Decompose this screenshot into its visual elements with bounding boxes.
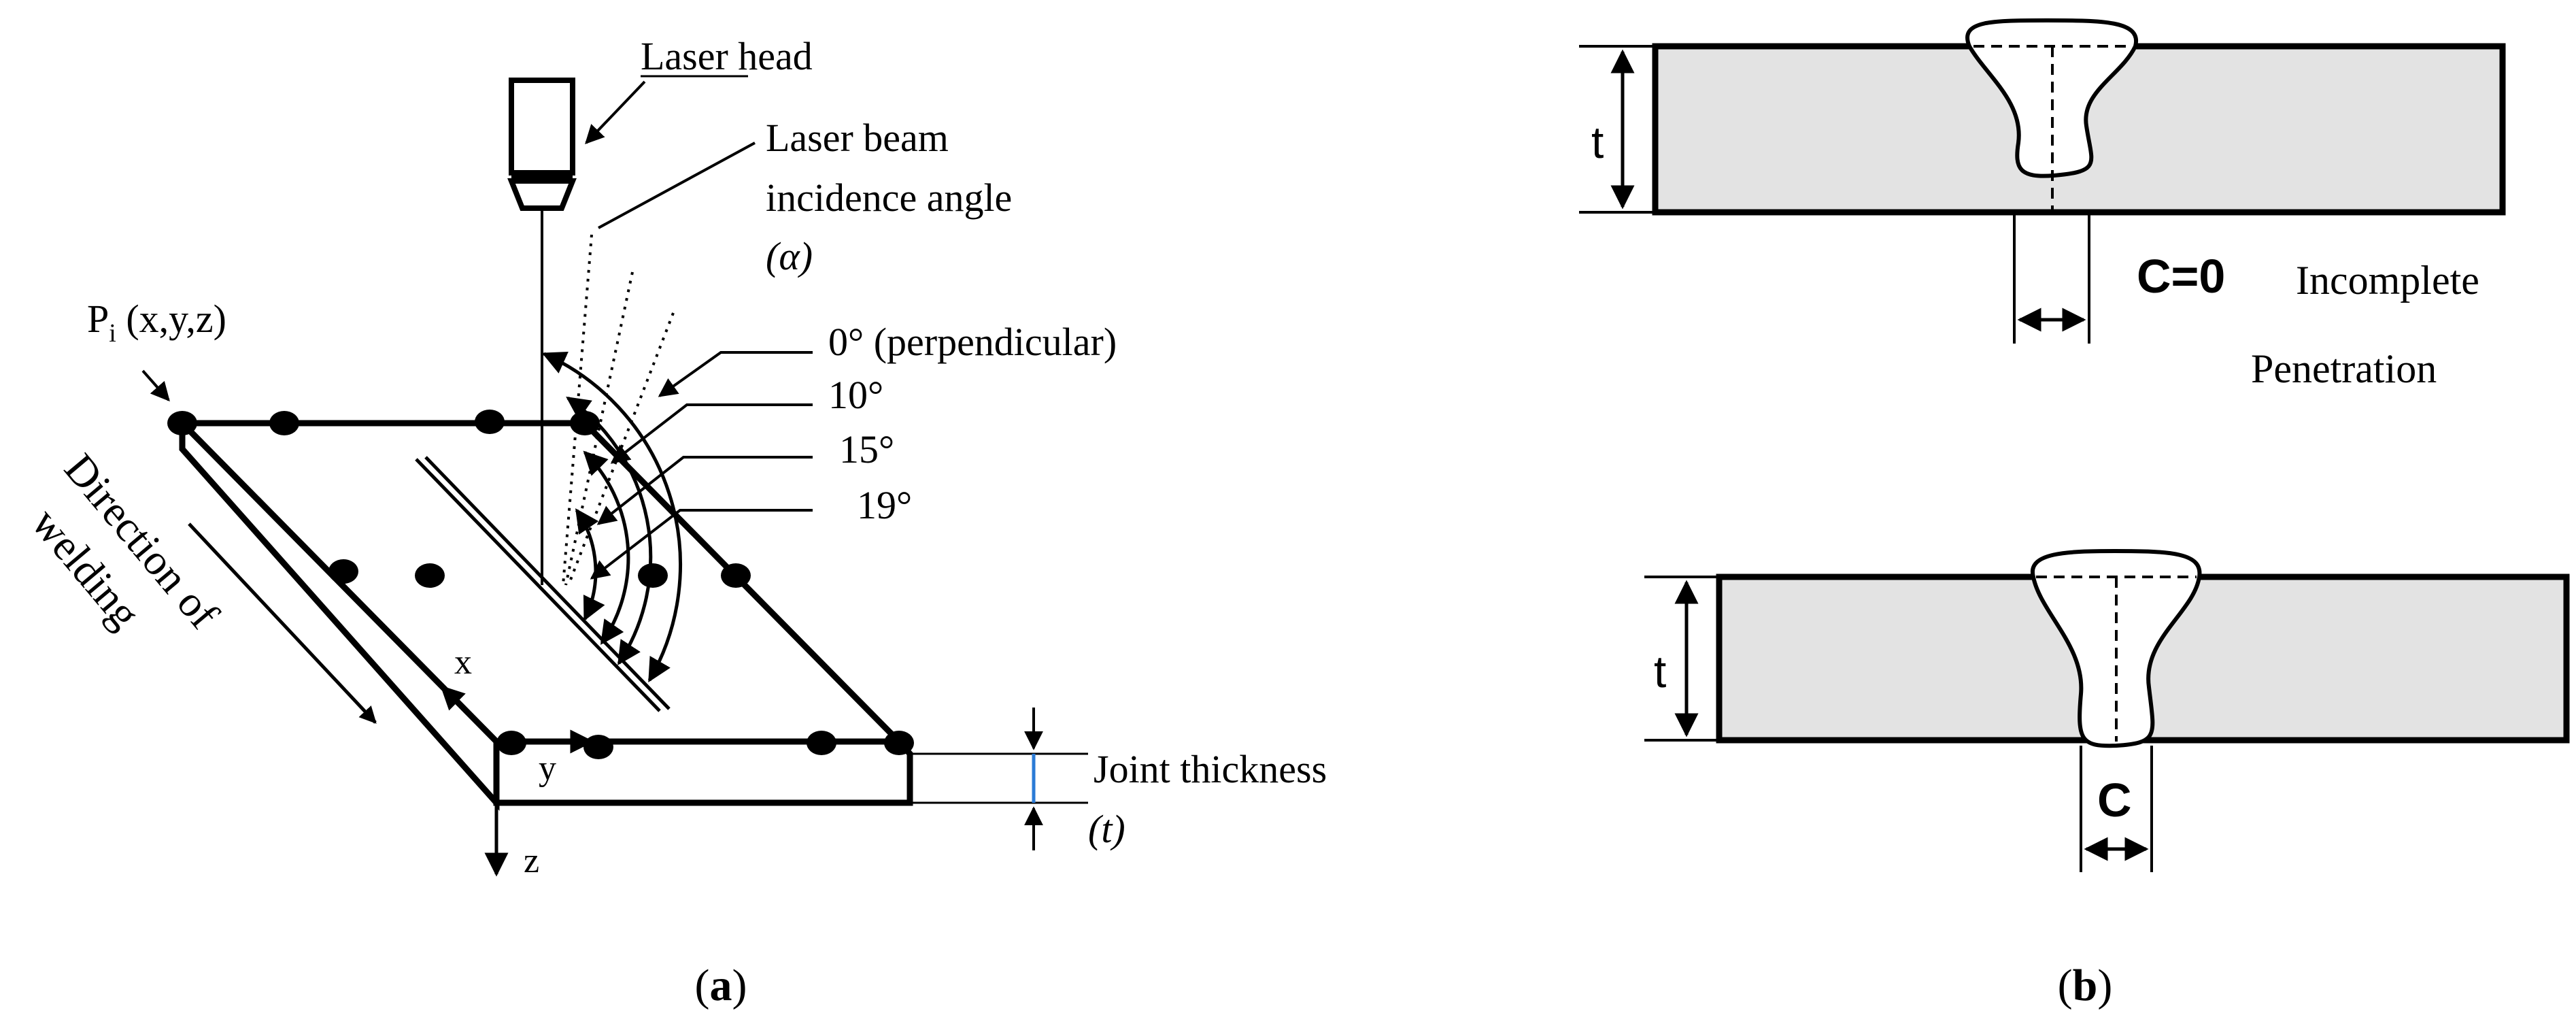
point-label-leader bbox=[141, 369, 170, 402]
x-axis-label: x bbox=[454, 643, 472, 682]
z-axis-label: z bbox=[524, 842, 539, 880]
point-label: Pi (x,y,z) bbox=[87, 297, 226, 348]
y-axis-label: y bbox=[539, 749, 556, 788]
c-label-bottom: C bbox=[2097, 774, 2132, 827]
measurement-point bbox=[328, 559, 358, 584]
angle-leader-lines bbox=[590, 351, 813, 580]
measurement-point bbox=[721, 563, 751, 588]
measurement-point bbox=[167, 411, 197, 435]
panel-a: Laser head Laser beam incidence angle (α… bbox=[22, 34, 1327, 1010]
thickness-label-top: t bbox=[1591, 117, 1604, 167]
incomplete-penetration-line1: Incomplete bbox=[2296, 258, 2479, 303]
measurement-point bbox=[475, 410, 505, 434]
plate-front-face bbox=[493, 738, 913, 806]
c-label-top: C=0 bbox=[2137, 250, 2225, 303]
joint-thickness-symbol: (t) bbox=[1088, 807, 1125, 851]
welding-direction-arrow bbox=[188, 522, 377, 724]
panel-b: t C=0 Incomplete Penetration t bbox=[1579, 18, 2570, 1010]
laser-head-icon bbox=[507, 78, 577, 211]
measurement-point bbox=[638, 563, 668, 588]
laser-head-label: Laser head bbox=[641, 34, 813, 78]
measurement-point bbox=[583, 735, 613, 759]
measurement-point bbox=[269, 411, 299, 435]
measurement-point bbox=[415, 563, 445, 588]
measurement-point bbox=[807, 731, 836, 755]
joint-thickness-dimension bbox=[910, 708, 1088, 850]
laser-head-leader bbox=[585, 80, 646, 145]
angle-label-0: 0° (perpendicular) bbox=[828, 320, 1117, 364]
incidence-angle-leader bbox=[598, 142, 756, 229]
x-axis-arrow bbox=[440, 685, 498, 742]
incidence-angle-label-line1: Laser beam bbox=[766, 116, 949, 160]
thickness-label-bottom: t bbox=[1654, 646, 1666, 697]
incidence-angle-label-line2: incidence angle bbox=[766, 176, 1012, 220]
incomplete-penetration-line2: Penetration bbox=[2251, 346, 2437, 391]
weld-bead bbox=[1965, 18, 2139, 178]
caption-b: (b) bbox=[2058, 961, 2113, 1010]
weld-section-incomplete: t C=0 Incomplete Penetration bbox=[1579, 18, 2506, 391]
measurement-point bbox=[884, 731, 914, 755]
incidence-angle-symbol: (α) bbox=[766, 234, 813, 278]
angle-label-19: 19° bbox=[857, 483, 912, 527]
joint-thickness-label: Joint thickness bbox=[1094, 747, 1327, 791]
angle-label-10: 10° bbox=[828, 373, 883, 417]
weld-section-penetration: t C bbox=[1644, 548, 2570, 872]
angle-label-15: 15° bbox=[839, 427, 894, 471]
caption-a: (a) bbox=[695, 961, 747, 1010]
